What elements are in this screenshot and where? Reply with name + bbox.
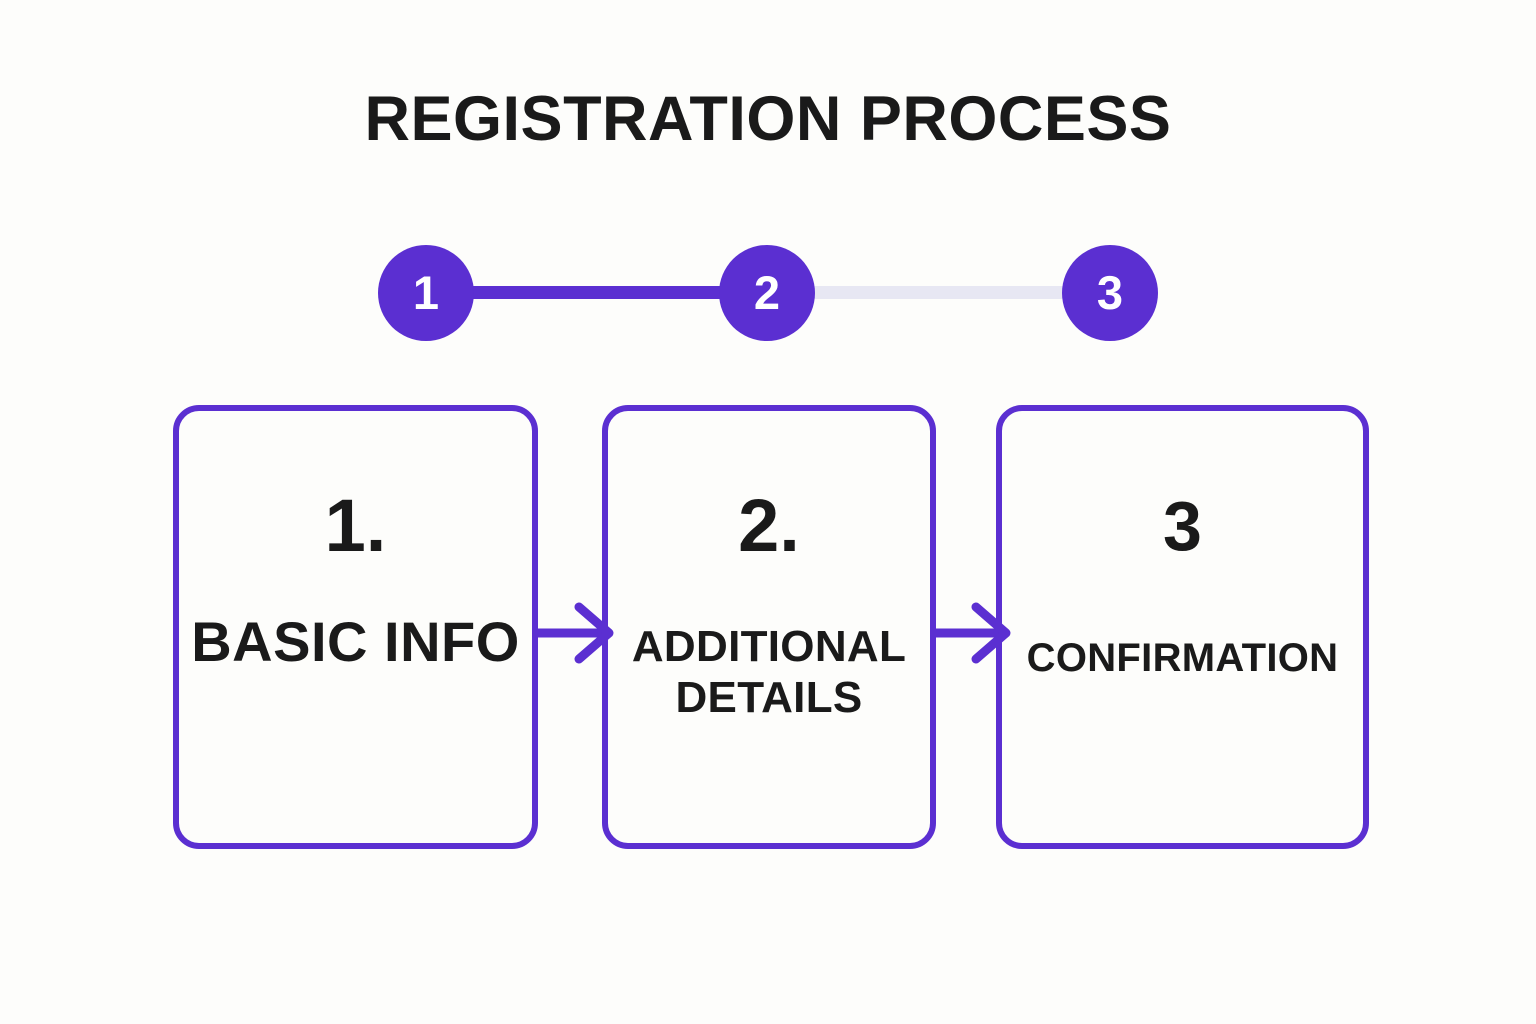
stepper-step-3[interactable]: 3 [1062,245,1158,341]
arrow-right-icon-card2-to-card3 [930,602,1011,664]
arrow-right-icon-card1-to-card2 [533,602,614,664]
stepper-step-2[interactable]: 2 [719,245,815,341]
page-title: REGISTRATION PROCESS [364,84,1172,154]
stepper-step-1[interactable]: 1 [378,245,474,341]
stepper-step-2-number: 2 [753,265,781,319]
step-card-1-label: BASIC INFO [191,610,520,673]
stepper-step-1-number: 1 [412,265,440,319]
step-card-2-number: 2. [738,484,800,567]
step-card-3-number: 3 [1163,487,1202,565]
stepper-connector-1-2 [460,286,772,299]
stepper-connector-2-3 [800,286,1112,299]
stepper-step-3-number: 3 [1096,265,1124,319]
stepper: 1 2 3 [0,245,1536,345]
step-card-additional-details[interactable]: 2. ADDITIONAL DETAILS [602,405,936,849]
step-card-confirmation[interactable]: 3 CONFIRMATION [996,405,1369,849]
step-card-3-label: CONFIRMATION [1026,636,1339,680]
step-card-2-label: ADDITIONAL DETAILS [631,622,907,723]
step-card-basic-info[interactable]: 1. BASIC INFO [173,405,538,849]
step-card-1-number: 1. [324,484,387,567]
